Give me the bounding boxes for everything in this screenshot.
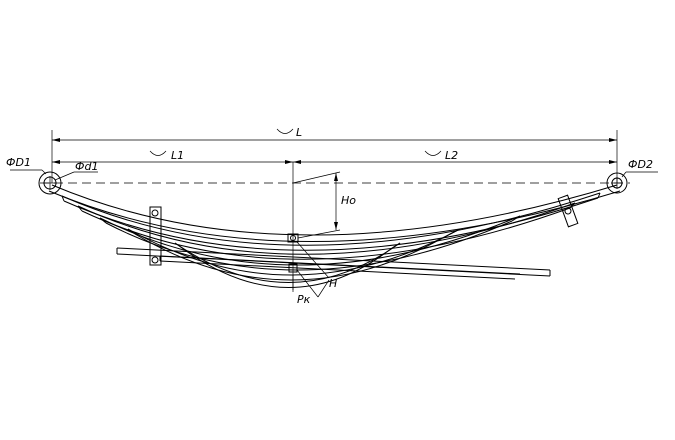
label-right-length: L2 [445, 149, 458, 162]
arc-l2-symbol [424, 150, 442, 156]
label-load: Pк [297, 293, 311, 306]
dimension-partial-lengths: L1 L2 [52, 149, 617, 164]
spring-leaves [48, 184, 621, 288]
label-left-length: L1 [171, 149, 184, 162]
left-eye: ФD1 Фd1 [6, 156, 98, 195]
center-bolt [287, 233, 299, 273]
load-arrow: Pк [292, 275, 311, 306]
leaf-3-bottom [81, 207, 571, 260]
leaf-2-bottom [63, 197, 599, 251]
leaf-5-top [127, 228, 461, 276]
arc-l1-symbol [149, 150, 167, 156]
leaf-6-bottom [181, 247, 393, 288]
label-loaded-height: H [329, 277, 337, 290]
right-eye: ФD2 [606, 158, 658, 194]
label-eye-left-inner: Фd1 [75, 160, 98, 173]
left-clamp [149, 206, 162, 266]
leaf-4-bottom [105, 220, 513, 271]
label-free-height: Ho [341, 194, 356, 207]
label-eye-right-outer: ФD2 [628, 158, 653, 171]
label-overall-length: L [296, 126, 302, 139]
loaded-leaf-pack [116, 247, 551, 280]
dimension-free-height: Ho [292, 171, 356, 239]
leaf-5-bottom [134, 233, 451, 281]
label-eye-left-outer: ФD1 [6, 156, 31, 169]
dimension-overall-length: L [51, 126, 618, 183]
leaf-1-top [51, 184, 618, 236]
arc-length-symbol [276, 128, 294, 134]
right-clamp [557, 194, 579, 228]
leaf-4-top [99, 215, 521, 266]
leaf-1-bottom [48, 190, 621, 242]
